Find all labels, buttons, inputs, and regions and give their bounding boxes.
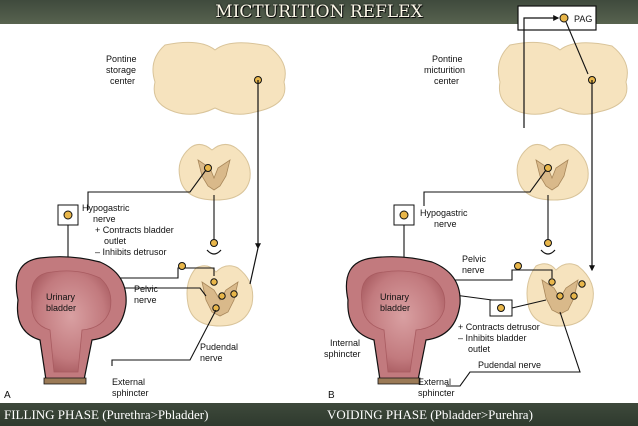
labels-b: PAG Pontine micturition center Hypogastr… — [324, 14, 592, 401]
pontine-label-b-2: micturition — [424, 65, 465, 75]
pudendal-label-a-2: nerve — [200, 353, 223, 363]
neuron-lower-b1 — [548, 278, 556, 286]
neuron-lower-b2 — [556, 292, 564, 300]
pontine-label-b-1: Pontine — [432, 54, 463, 64]
sensory-neuron-a — [210, 239, 218, 247]
pelvic-efferent-a — [96, 287, 207, 297]
neuron-lower-b4 — [578, 280, 586, 288]
external-label-a-2: sphincter — [112, 388, 149, 398]
spinal-section-upper-a — [178, 144, 251, 201]
pontine-label-a-3: center — [110, 76, 135, 86]
pontine-label-a-1: Pontine — [106, 54, 137, 64]
ganglion-neuron-a — [63, 210, 73, 220]
bladder-inner-a — [31, 270, 112, 373]
grey-matter-upper-b — [535, 159, 569, 191]
pudendal-path-a — [111, 309, 217, 366]
hypogastric-label-a-4: outlet — [104, 236, 127, 246]
panel-a — [15, 41, 286, 385]
labels-a: Pontine storage center Hypogastric nerve… — [4, 54, 238, 401]
sphincter-a — [43, 377, 87, 385]
effects-label-b-3: outlet — [468, 344, 491, 354]
external-label-a-1: External — [112, 377, 145, 387]
neuron-lower-a1 — [210, 278, 218, 286]
pontine-label-a-2: storage — [106, 65, 136, 75]
external-label-b-2: sphincter — [418, 388, 455, 398]
pelvic-label-a-1: Pelvic — [134, 284, 159, 294]
internal-label-b-1: Internal — [330, 338, 360, 348]
caption-band — [0, 403, 638, 426]
pudendal-label-a-1: Pudendal — [200, 342, 238, 352]
neuron-upper-a — [204, 164, 212, 172]
pelvic-ganglion-a — [178, 262, 186, 270]
filling-phase-caption: FILLING PHASE (Purethra>Pbladder) — [4, 407, 209, 422]
panel-letter-a: A — [4, 390, 11, 401]
synapse-arc-a — [206, 249, 222, 255]
ganglion-neuron-b — [399, 210, 409, 220]
pelvic-label-a-2: nerve — [134, 295, 157, 305]
efferent-to-cord-b — [511, 299, 547, 309]
voiding-phase-caption: VOIDING PHASE (Pbladder>Purehra) — [327, 407, 533, 422]
bladder-inner-b — [361, 270, 446, 373]
sphincter-b — [377, 377, 421, 385]
grey-matter-lower-a — [201, 281, 239, 317]
pudendal-path-b — [446, 311, 581, 387]
hypogastric-path-b — [423, 169, 547, 206]
effects-label-b-2: – Inhibits bladder — [458, 333, 527, 343]
pons-a — [152, 41, 286, 115]
hypogastric-label-a-5: – Inhibits detrusor — [95, 247, 167, 257]
bladder-label-b-1: Urinary — [380, 292, 410, 302]
pelvic-label-b-2: nerve — [462, 265, 485, 275]
neuron-lower-a2 — [218, 292, 226, 300]
hypogastric-label-a-3: + Contracts bladder — [95, 225, 174, 235]
hypogastric-label-b-2: nerve — [434, 219, 457, 229]
pudendal-label-b: Pudendal nerve — [478, 360, 541, 370]
hypogastric-label-a-1: Hypogastric — [82, 203, 130, 213]
hypogastric-label-b-1: Hypogastric — [420, 208, 468, 218]
ascending-to-pag — [523, 15, 560, 128]
neuron-lower-a4 — [212, 304, 220, 312]
external-label-b-1: External — [418, 377, 451, 387]
descending-branch-a — [249, 247, 259, 285]
neuron-lower-a3 — [230, 290, 238, 298]
pag-neuron — [559, 13, 569, 23]
slide-title: MICTURITION REFLEX — [215, 2, 423, 22]
efferent-ganglion-neuron-b — [497, 304, 505, 312]
bladder-label-a-1: Urinary — [46, 292, 76, 302]
neuron-upper-b — [544, 164, 552, 172]
pag-label: PAG — [574, 14, 592, 24]
pons-b — [497, 41, 628, 115]
panel-b — [345, 5, 628, 387]
bladder-label-b-2: bladder — [380, 303, 410, 313]
internal-label-b-2: sphincter — [324, 349, 361, 359]
neuron-lower-b3 — [570, 292, 578, 300]
sensory-neuron-b — [544, 239, 552, 247]
pag-to-pons — [565, 21, 589, 75]
pontine-label-b-3: center — [434, 76, 459, 86]
effects-label-b-1: + Contracts detrusor — [458, 322, 540, 332]
hypogastric-path-a — [87, 169, 207, 210]
pelvic-label-b-1: Pelvic — [462, 254, 487, 264]
pelvic-ganglion-b — [514, 262, 522, 270]
hypogastric-label-a-2: nerve — [93, 214, 116, 224]
pelvic-afferent-b — [432, 269, 553, 281]
panel-letter-b: B — [328, 390, 335, 401]
synapse-arc-b — [540, 249, 556, 255]
pelvic-afferent-a — [96, 267, 215, 279]
bladder-label-a-2: bladder — [46, 303, 76, 313]
